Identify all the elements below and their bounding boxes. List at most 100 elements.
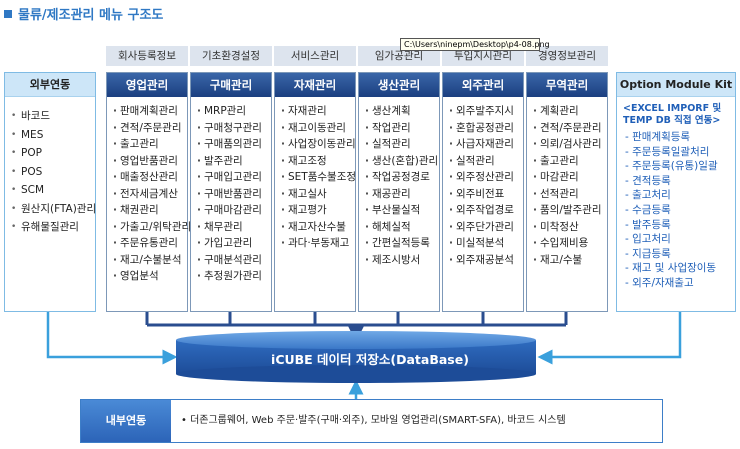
page-title: 물류/제조관리 메뉴 구조도 <box>4 4 163 23</box>
module-materials: 자재관리 자재관리 재고이동관리 사업장이동관리 재고조정 SET품수불조정 재… <box>274 72 356 312</box>
module-item: 부산물실적 <box>365 202 439 219</box>
module-item: 혼합공정관리 <box>449 120 523 137</box>
module-header: 외주관리 <box>443 73 523 97</box>
module-header: 영업관리 <box>107 73 187 97</box>
module-item: 외주작업경로 <box>449 202 523 219</box>
module-item: 계획관리 <box>533 103 607 120</box>
module-item: 출고관리 <box>533 153 607 170</box>
module-header: 생산관리 <box>359 73 439 97</box>
option-item: - 수금등록 <box>625 203 671 216</box>
module-sales: 영업관리 판매계획관리 견적/주문관리 출고관리 영업반품관리 매출정산관리 전… <box>106 72 191 312</box>
module-item: 채무관리 <box>197 219 271 236</box>
module-item: SET품수불조정 <box>281 169 356 186</box>
category-basic-settings: 기초환경설정 <box>190 46 272 66</box>
module-item: 과다·부동재고 <box>281 235 355 252</box>
module-item: 재고평가 <box>281 202 355 219</box>
option-header: Option Module Kit <box>617 73 735 97</box>
module-item: 구매마감관리 <box>197 202 271 219</box>
module-item: 의뢰/검사관리 <box>533 136 607 153</box>
module-item: 주문유통관리 <box>113 235 187 252</box>
module-production: 생산관리 생산계획 작업관리 실적관리 생산(혼합)관리 작업공정경로 재공관리… <box>358 72 440 312</box>
module-item: 가입고관리 <box>197 235 271 252</box>
category-management-info: 경영정보관리 <box>526 46 608 66</box>
module-item: 재고이동관리 <box>281 120 355 137</box>
module-item: 선적관리 <box>533 186 607 203</box>
module-header: 무역관리 <box>527 73 607 97</box>
module-item: 미실적분석 <box>449 235 523 252</box>
module-item: 재고자산수불 <box>281 219 355 236</box>
module-item: 마감관리 <box>533 169 607 186</box>
module-item: 재고/수불 <box>533 252 607 269</box>
module-item: 외주정산관리 <box>449 169 523 186</box>
database-cylinder <box>176 331 536 383</box>
external-integration-panel: 외부연동 바코드 MES POP POS SCM 원산지(FTA)관리 유해물질… <box>4 72 96 312</box>
option-item: - 주문등록(유통)일괄 <box>625 160 718 173</box>
module-item: 실적관리 <box>449 153 523 170</box>
module-item: 견적/주문관리 <box>533 120 607 137</box>
module-item: 영업분석 <box>113 268 187 285</box>
side-connectors <box>46 312 682 399</box>
internal-header: 내부연동 <box>81 400 171 442</box>
external-item: 유해물질관리 <box>11 218 95 237</box>
external-item: 원산지(FTA)관리 <box>11 200 96 219</box>
external-header: 외부연동 <box>5 73 95 97</box>
module-item: 외주단가관리 <box>449 219 523 236</box>
module-item: 외주재공분석 <box>449 252 523 269</box>
page-title-text: 물류/제조관리 메뉴 구조도 <box>18 8 164 23</box>
module-item: 해체실적 <box>365 219 439 236</box>
module-item: 자재관리 <box>281 103 355 120</box>
external-item: SCM <box>11 181 95 200</box>
module-trade: 무역관리 계획관리 견적/주문관리 의뢰/검사관리 출고관리 마감관리 선적관리… <box>526 72 608 312</box>
module-header: 구매관리 <box>191 73 271 97</box>
module-item: 영업반품관리 <box>113 153 187 170</box>
option-item: - 입고처리 <box>625 233 671 246</box>
module-item: 생산(혼합)관리 <box>365 153 439 170</box>
option-item: - 판매계획등록 <box>625 131 691 143</box>
module-item: 제조시방서 <box>365 252 439 269</box>
file-path-tooltip: C:\Users\ninepm\Desktop\p4-08.png <box>400 38 550 51</box>
option-item: - 외주/자재출고 <box>625 276 694 289</box>
category-input-order: 투입지시관리 <box>442 46 524 66</box>
module-item: MRP관리 <box>197 103 271 120</box>
module-item: 판매계획관리 <box>113 103 187 120</box>
module-item: 구매청구관리 <box>197 120 271 137</box>
external-item: POS <box>11 163 95 182</box>
external-item: MES <box>11 126 95 145</box>
module-item: 추정원가관리 <box>197 268 271 285</box>
module-item: 구매입고관리 <box>197 169 271 186</box>
option-item: - 견적등록 <box>625 174 671 187</box>
module-item: 재공관리 <box>365 186 439 203</box>
module-item: 품의/발주관리 <box>533 202 607 219</box>
module-purchasing: 구매관리 MRP관리 구매청구관리 구매품의관리 발주관리 구매입고관리 구매반… <box>190 72 272 312</box>
module-item: 구매분석관리 <box>197 252 271 269</box>
module-item: 발주관리 <box>197 153 271 170</box>
module-item: 실적관리 <box>365 136 439 153</box>
module-item: 사급자재관리 <box>449 136 523 153</box>
module-item: 사업장이동관리 <box>281 136 356 153</box>
internal-integration-panel: 내부연동 • 더존그룹웨어, Web 주문·발주(구매·외주), 모바일 영업관… <box>80 399 663 443</box>
category-company-info: 회사등록정보 <box>106 46 188 66</box>
module-item: 견적/주문관리 <box>113 120 187 137</box>
option-item: - 지급등록 <box>625 247 671 260</box>
module-item: 재고조정 <box>281 153 355 170</box>
module-item: 매출정산관리 <box>113 169 187 186</box>
module-item: 재고실사 <box>281 186 355 203</box>
option-module-kit-panel: Option Module Kit <EXCEL IMPORF 및 TEMP D… <box>616 72 736 312</box>
module-item: 외주비전표 <box>449 186 523 203</box>
module-item: 구매반품관리 <box>197 186 271 203</box>
module-item: 수입제비용 <box>533 235 607 252</box>
option-item: - 재고 및 사업장이동 <box>625 262 717 275</box>
category-processing: 임가공관리 <box>358 46 440 66</box>
option-item: - 출고처리 <box>625 189 671 202</box>
module-item: 외주발주지시 <box>449 103 523 120</box>
module-item: 재고/수불분석 <box>113 252 187 269</box>
module-item: 전자세금계산 <box>113 186 187 203</box>
option-item: - 주문등록일괄처리 <box>625 145 710 158</box>
external-item: 바코드 <box>11 107 95 126</box>
module-bus-lines <box>145 312 568 342</box>
module-item: 채권관리 <box>113 202 187 219</box>
module-item: 미착정산 <box>533 219 607 236</box>
module-header: 자재관리 <box>275 73 355 97</box>
module-item: 간편실적등록 <box>365 235 439 252</box>
